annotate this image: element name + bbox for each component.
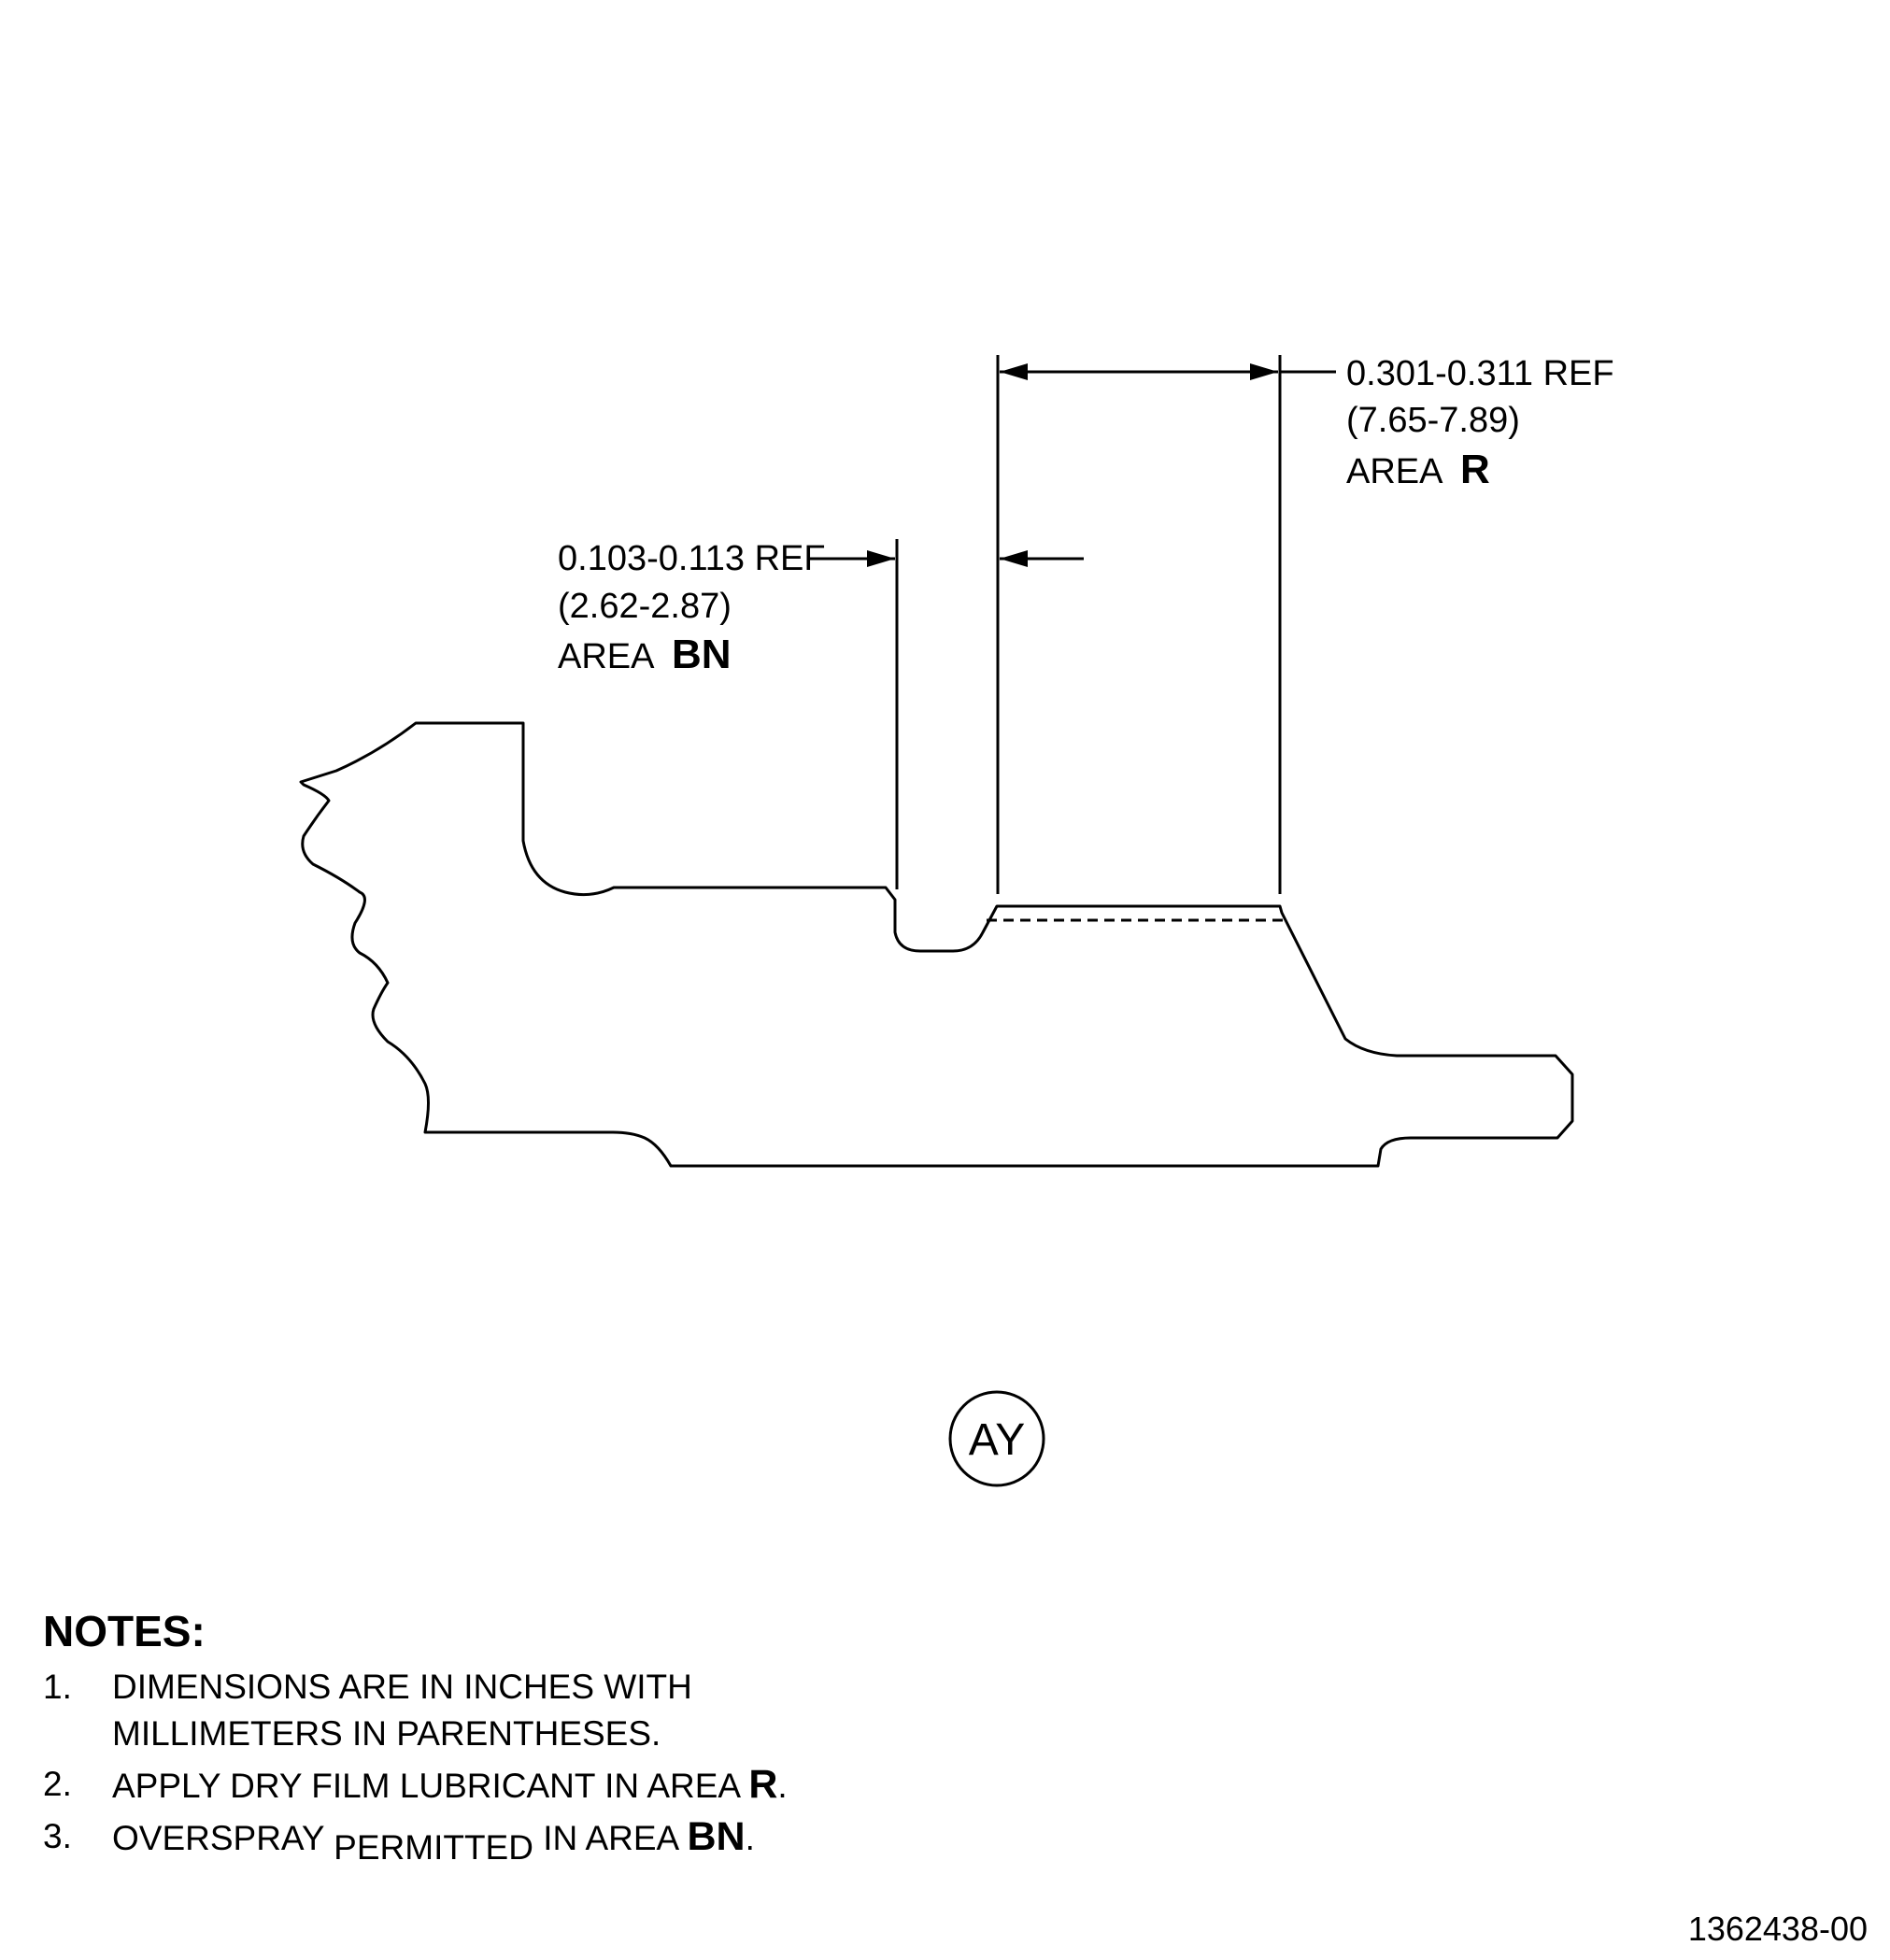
drawing-number: 1362438-00 <box>1687 1910 1868 1948</box>
note-1-line-2: MILLIMETERS IN PARENTHESES. <box>112 1713 661 1753</box>
dimension-bn-value: 0.103-0.113 REF <box>558 539 826 578</box>
notes-section: NOTES: 1. DIMENSIONS ARE IN INCHES WITH … <box>43 1607 1071 1867</box>
notes-title: NOTES: <box>43 1607 206 1655</box>
note-1: 1. DIMENSIONS ARE IN INCHES WITH MILLIME… <box>43 1664 1071 1757</box>
note-3-text-c: IN AREA <box>533 1818 688 1857</box>
dimension-r-area-code: R <box>1460 447 1490 492</box>
dimension-r-area-label: AREA R <box>1346 447 1490 492</box>
note-2-area-code: R <box>748 1761 778 1807</box>
note-3-area-code: BN <box>687 1813 746 1859</box>
part-outline <box>299 721 1574 1168</box>
note-2-number: 2. <box>43 1764 72 1803</box>
note-2-suffix: . <box>777 1766 788 1805</box>
detail-callout-circle <box>948 1390 1045 1487</box>
note-3-suffix: . <box>745 1818 755 1857</box>
note-1-line-1: DIMENSIONS ARE IN INCHES WITH <box>112 1667 692 1706</box>
dimension-r-value: 0.301-0.311 REF <box>1346 354 1614 393</box>
dimension-bn-area-label: AREA BN <box>558 632 732 677</box>
note-3: 3. OVERSPRAY PERMITTED IN AREA BN. <box>43 1813 1071 1867</box>
note-3-text-a: OVERSPRAY <box>112 1818 334 1857</box>
dimension-r-area-prefix: AREA <box>1346 452 1443 491</box>
detail-callout-label: AY <box>969 1415 1025 1465</box>
note-2-text: APPLY DRY FILM LUBRICANT IN AREA <box>112 1766 749 1805</box>
dimension-r-metric: (7.65-7.89) <box>1346 401 1520 440</box>
dimension-bn-metric: (2.62-2.87) <box>558 587 732 626</box>
note-2: 2. APPLY DRY FILM LUBRICANT IN AREA R. <box>43 1761 1071 1810</box>
note-3-number: 3. <box>43 1816 72 1855</box>
note-3-text-b: PERMITTED <box>334 1827 533 1867</box>
note-1-number: 1. <box>43 1667 72 1706</box>
dimension-bn-area-prefix: AREA <box>558 637 655 676</box>
dimension-bn-area-code: BN <box>672 632 732 677</box>
